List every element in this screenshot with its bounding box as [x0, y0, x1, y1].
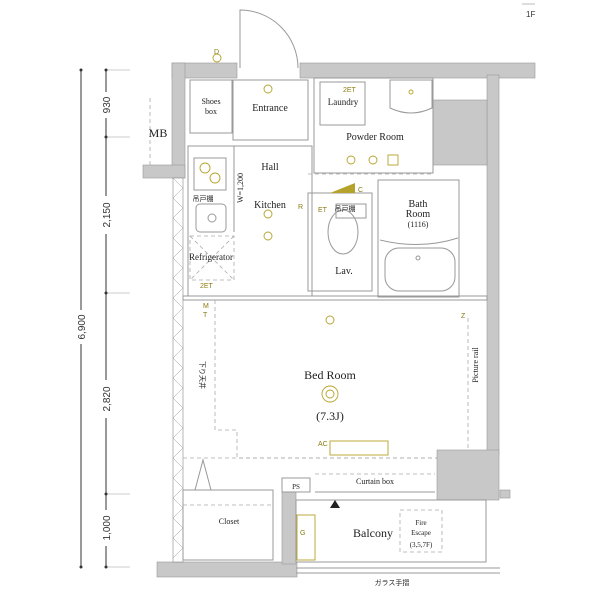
- c-symbol: C: [358, 187, 363, 194]
- refrigerator-label: Refrigerator: [189, 252, 233, 262]
- fire-escape-label: Fire: [415, 519, 426, 527]
- entrance-label: Entrance: [252, 103, 288, 114]
- lav-outlet-label: ET: [318, 207, 328, 214]
- hall-label: Hall: [261, 162, 278, 173]
- picture-rail-label: Picture rail: [471, 347, 480, 383]
- lowered-ceiling-label: 下り天井: [198, 361, 207, 389]
- m-symbol: M: [203, 303, 209, 310]
- lav-cabinet-label: 吊戸棚: [335, 204, 356, 213]
- fire-escape-label-2: Escape: [411, 529, 431, 537]
- dimension-930: 930: [102, 96, 113, 113]
- ceiling-lights: [263, 84, 399, 403]
- z-symbol: Z: [461, 313, 466, 320]
- fire-escape-hatch: [399, 509, 443, 553]
- water-heater-control: [330, 183, 355, 193]
- door-symbol: D: [214, 49, 219, 56]
- bath-room-label-2: Room: [406, 209, 431, 220]
- bathtub: [379, 237, 459, 292]
- lav-label: Lav.: [335, 266, 352, 277]
- balcony-label: Balcony: [353, 526, 393, 540]
- shoes-box-label: Shoes: [201, 97, 220, 106]
- fire-escape-floors: (3,5,7F): [410, 541, 433, 549]
- entrance-door: D: [212, 9, 299, 69]
- kitchen-sink: [195, 203, 227, 233]
- curtain-box-label: Curtain box: [356, 477, 394, 486]
- bath-room-size: (1116): [408, 220, 429, 229]
- floor-tag: 1F: [526, 10, 535, 19]
- kitchen-width-label: W=1,200: [236, 173, 245, 203]
- ps-label: PS: [292, 483, 300, 491]
- shoes-box-label-2: box: [205, 107, 217, 116]
- bed-room-label: Bed Room: [304, 368, 356, 382]
- walls: [142, 62, 536, 578]
- closet-label: Closet: [219, 517, 240, 526]
- laundry-label: Laundry: [328, 97, 359, 107]
- dimension-2150: 2,150: [102, 202, 113, 227]
- interior-walls: [182, 77, 500, 574]
- toilet: [327, 203, 367, 255]
- hatched-wall: [172, 177, 184, 563]
- kitchen-cabinet-label: 吊戸棚: [193, 194, 214, 203]
- refrigerator-space: [189, 235, 235, 281]
- fridge-outlet-label: 2ET: [200, 283, 214, 290]
- r-symbol: R: [298, 204, 303, 211]
- ac-symbol: AC: [318, 441, 328, 448]
- laundry-outlet-label: 2ET: [343, 87, 357, 94]
- powder-room-label: Powder Room: [346, 132, 404, 143]
- washbasin: [389, 79, 433, 114]
- bed-room-size: (7.3J): [316, 409, 344, 423]
- kitchen-label: Kitchen: [254, 200, 286, 211]
- dimension-total: 6,900: [77, 314, 88, 339]
- dimension-lines: [74, 68, 130, 569]
- g-symbol: G: [300, 530, 305, 537]
- window-marker: [330, 500, 340, 508]
- bath-room-label: Bath: [409, 199, 428, 210]
- dimension-1000: 1,000: [102, 515, 113, 540]
- gas-meter: [296, 514, 316, 561]
- t-symbol: T: [203, 312, 208, 319]
- air-conditioner: [329, 440, 389, 456]
- dimension-2820: 2,820: [102, 386, 113, 411]
- glass-railing-label: ガラス手摺: [375, 578, 410, 587]
- stove: [193, 157, 227, 191]
- mb-label: MB: [149, 126, 168, 140]
